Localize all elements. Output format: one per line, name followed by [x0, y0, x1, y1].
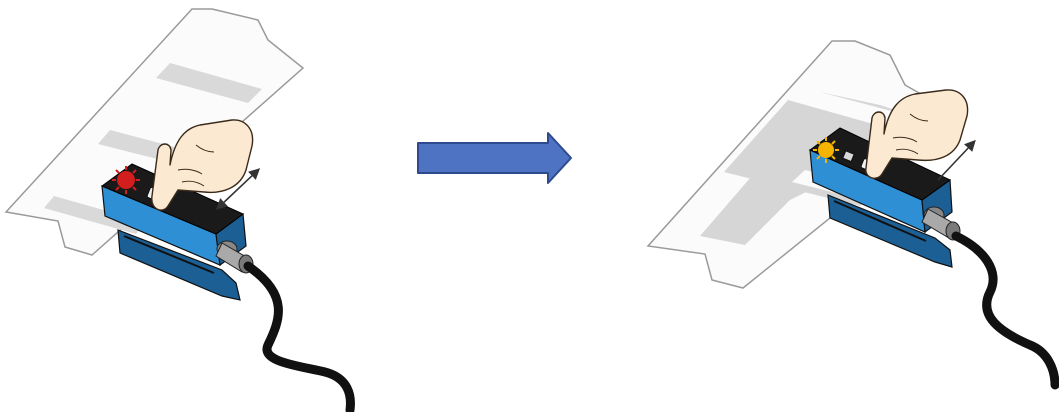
- sensor-cable: [956, 236, 1055, 385]
- transition-arrow-icon: [418, 133, 571, 183]
- panel-before-teach: [6, 9, 350, 410]
- sensor-cable: [248, 266, 350, 410]
- panel-after-teach: [648, 41, 1055, 385]
